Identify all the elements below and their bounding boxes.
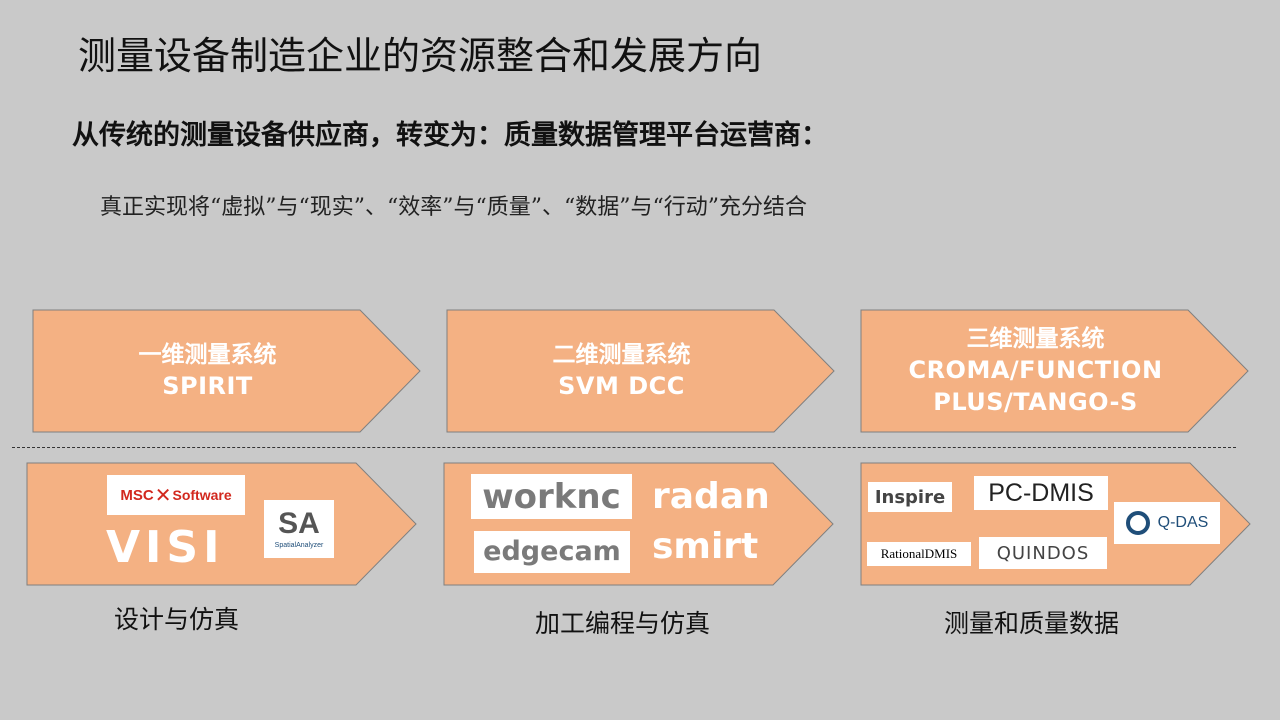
worknc-text: worknc xyxy=(482,476,621,517)
arrow-title: 二维测量系统 xyxy=(552,342,691,368)
caption-machining-programming: 加工编程与仿真 xyxy=(535,609,711,638)
pc-dmis-text: PC-DMIS xyxy=(988,478,1094,507)
worknc-logo: worknc xyxy=(471,474,632,519)
smirt-logo: smirt xyxy=(652,526,759,567)
edgecam-text: edgecam xyxy=(483,536,621,567)
arrow-product-line-1: CROMA/FUNCTION xyxy=(908,356,1163,384)
caption-design-simulation: 设计与仿真 xyxy=(114,605,240,634)
msc-software-text: Software xyxy=(172,487,232,503)
arrow-2d-measurement: 二维测量系统 SVM DCC xyxy=(446,309,836,433)
arrow-shape xyxy=(32,309,421,433)
arrow-title: 一维测量系统 xyxy=(138,342,277,368)
arrow-product-line-2: PLUS/TANGO-S xyxy=(933,388,1138,416)
edgecam-logo: edgecam xyxy=(474,531,630,573)
inspire-text: Inspire xyxy=(874,486,946,508)
spatial-analyzer-logo: SA SpatialAnalyzer xyxy=(264,500,334,558)
arrow-product: SVM DCC xyxy=(558,372,685,400)
arrow-product: SPIRIT xyxy=(162,372,253,400)
quindos-text: QUINDOS xyxy=(996,542,1090,564)
arrow-shape xyxy=(860,309,1249,433)
q-das-logo: Q-DAS xyxy=(1114,502,1220,544)
rational-dmis-logo: RationalDMIS xyxy=(867,542,971,566)
arrow-title: 三维测量系统 xyxy=(966,326,1105,352)
visi-logo: VISI xyxy=(106,522,225,573)
tagline: 真正实现将“虚拟”与“现实”、“效率”与“质量”、“数据”与“行动”充分结合 xyxy=(100,195,807,220)
page-subtitle: 从传统的测量设备供应商，转变为：质量数据管理平台运营商： xyxy=(72,120,828,151)
page-title: 测量设备制造企业的资源整合和发展方向 xyxy=(78,34,763,78)
q-das-icon xyxy=(1125,511,1150,535)
radan-logo: radan xyxy=(652,476,770,517)
dashed-divider xyxy=(12,447,1236,448)
rational-dmis-text: RationalDMIS xyxy=(880,546,958,561)
pc-dmis-logo: PC-DMIS xyxy=(974,476,1108,510)
msc-software-logo: MSC ✕ Software xyxy=(107,475,245,515)
arrow-1d-measurement: 一维测量系统 SPIRIT xyxy=(32,309,422,433)
caption-measurement-quality: 测量和质量数据 xyxy=(944,609,1120,638)
sa-subtext: SpatialAnalyzer xyxy=(274,542,324,549)
msc-text: MSC xyxy=(120,486,154,504)
sa-text: SA xyxy=(278,507,320,540)
inspire-logo: Inspire xyxy=(868,482,952,512)
arrow-3d-measurement: 三维测量系统 CROMA/FUNCTION PLUS/TANGO-S xyxy=(860,309,1250,433)
arrow-shape xyxy=(446,309,835,433)
q-das-text: Q-DAS xyxy=(1157,514,1209,531)
msc-x-mark: ✕ xyxy=(154,483,172,507)
quindos-logo: QUINDOS xyxy=(979,537,1107,569)
